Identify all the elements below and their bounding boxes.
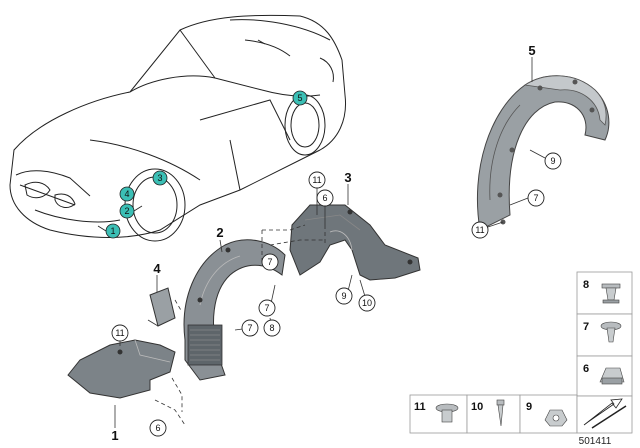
svg-text:8: 8 — [269, 323, 274, 333]
legend-label-8: 8 — [583, 279, 589, 291]
callout-8-liner[interactable]: 8 — [263, 319, 281, 337]
svg-text:7: 7 — [264, 303, 269, 313]
svg-text:2: 2 — [124, 206, 129, 216]
svg-text:3: 3 — [157, 173, 162, 183]
callout-11-part5[interactable]: 11 — [471, 221, 489, 239]
svg-text:7: 7 — [533, 193, 538, 203]
callout-7-part5[interactable]: 7 — [527, 189, 545, 207]
screw-10-icon — [496, 399, 505, 427]
nut-9-icon — [544, 409, 568, 427]
callout-7-liner-mid[interactable]: 7 — [258, 299, 276, 317]
svg-text:6: 6 — [155, 423, 160, 433]
svg-text:5: 5 — [297, 93, 302, 103]
callout-11-part1[interactable]: 11 — [111, 324, 129, 342]
svg-text:4: 4 — [124, 189, 129, 199]
legend-label-11: 11 — [414, 401, 426, 413]
car-outline — [9, 14, 347, 242]
callout-9-part3[interactable]: 9 — [335, 287, 353, 305]
circled-callouts: 11 6 7 7 7 8 11 6 — [111, 152, 562, 437]
legend-label-9: 9 — [526, 401, 532, 413]
svg-text:9: 9 — [341, 291, 346, 301]
fastener-legend-bottom: 11 10 9 — [409, 394, 633, 434]
svg-text:11: 11 — [115, 328, 124, 338]
svg-text:11: 11 — [312, 175, 321, 185]
car-marker-4[interactable]: 4 — [119, 186, 135, 202]
part-label-4: 4 — [153, 261, 161, 276]
car-marker-5[interactable]: 5 — [292, 90, 308, 106]
car-marker-2[interactable]: 2 — [119, 203, 135, 219]
part-2-front-liner-front — [183, 239, 286, 381]
callout-10-part3[interactable]: 10 — [358, 294, 376, 312]
part-label-2: 2 — [216, 225, 223, 240]
car-marker-3[interactable]: 3 — [152, 170, 168, 186]
part-label-1: 1 — [111, 428, 118, 443]
legend-label-6: 6 — [583, 363, 589, 375]
part-label-5: 5 — [528, 43, 535, 58]
svg-text:6: 6 — [322, 193, 327, 203]
nut-6-icon — [599, 367, 625, 385]
fastener-legend-right: 8 7 6 — [576, 271, 633, 397]
arrow-icon — [583, 398, 627, 429]
reference-number: 501411 — [579, 436, 612, 447]
part-labels: 1 2 3 4 5 — [111, 43, 535, 443]
callout-7-liner-low[interactable]: 7 — [241, 319, 259, 337]
callout-6-bottom[interactable]: 6 — [149, 419, 167, 437]
svg-text:7: 7 — [267, 257, 272, 267]
callout-9-part5[interactable]: 9 — [544, 152, 562, 170]
part-4-panel — [147, 287, 176, 327]
part-5-rear-wheel-arch — [476, 75, 610, 231]
part-label-3: 3 — [344, 170, 351, 185]
car-markers: 1 2 4 3 5 — [97, 90, 308, 239]
callout-11-part3[interactable]: 11 — [308, 171, 326, 189]
clip-8-icon — [601, 283, 621, 304]
svg-text:10: 10 — [362, 298, 372, 308]
svg-text:7: 7 — [247, 323, 252, 333]
callout-6-part3[interactable]: 6 — [316, 189, 334, 207]
legend-label-7: 7 — [583, 321, 589, 333]
svg-text:1: 1 — [110, 226, 115, 236]
clip-7-icon — [600, 321, 622, 343]
rivet-11-icon — [435, 403, 459, 423]
car-marker-1[interactable]: 1 — [105, 223, 121, 239]
dashed-leaders — [154, 224, 326, 426]
svg-text:9: 9 — [550, 156, 555, 166]
callout-7-liner-left[interactable]: 7 — [261, 253, 279, 271]
part-1-underbody-cover — [67, 339, 176, 399]
part-3-front-liner-rear — [289, 204, 421, 281]
svg-text:11: 11 — [475, 225, 484, 235]
legend-label-10: 10 — [471, 401, 483, 413]
